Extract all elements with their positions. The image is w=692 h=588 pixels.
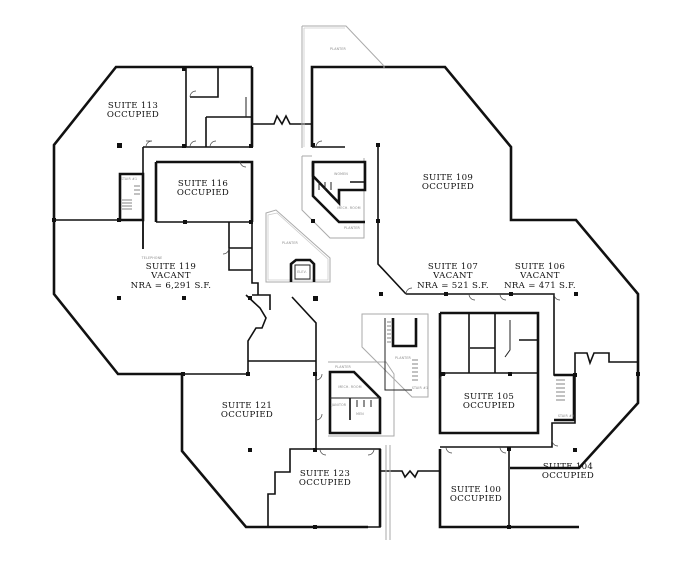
suite-121-status: OCCUPIED: [220, 410, 274, 421]
suite-100-label[interactable]: SUITE 100 OCCUPIED: [449, 485, 503, 505]
janitor-label: JANITOR: [331, 403, 347, 407]
elevator-label: ELEV.: [297, 270, 307, 274]
stair-1-center-label: STAIR #1: [411, 386, 429, 390]
suite-100-name: SUITE 100: [450, 485, 502, 495]
suite-113-name: SUITE 113: [107, 101, 159, 111]
suite-105-status: OCCUPIED: [462, 401, 516, 412]
restroom-core-south: [328, 370, 382, 435]
suite-106-status: VACANT: [520, 271, 560, 282]
south-west-walls: [180, 294, 579, 529]
suite-116-name: SUITE 116: [177, 179, 229, 189]
suite-113-status: OCCUPIED: [106, 110, 160, 121]
suite-109-label[interactable]: SUITE 109 OCCUPIED: [421, 173, 475, 193]
mech-room-bottom-label: MECH. ROOM: [338, 385, 362, 389]
suite-105-label[interactable]: SUITE 105 OCCUPIED: [462, 392, 516, 412]
women-restroom-label: WOMEN: [334, 172, 348, 176]
suite-123-label[interactable]: SUITE 123 OCCUPIED: [298, 469, 352, 489]
suite-109-status: OCCUPIED: [421, 182, 475, 193]
stair-1-center: [384, 318, 418, 391]
suite-106-nra: NRA = 471 S.F.: [504, 280, 576, 291]
suite-121-label[interactable]: SUITE 121 OCCUPIED: [220, 401, 274, 421]
suite-104-label[interactable]: SUITE 104 OCCUPIED: [541, 462, 595, 482]
suite-119-status: VACANT: [151, 271, 191, 282]
suite-100-status: OCCUPIED: [449, 494, 503, 505]
suite-106-label[interactable]: SUITE 106 VACANT NRA = 471 S.F.: [504, 262, 576, 291]
suite-116-label[interactable]: SUITE 116 OCCUPIED: [176, 179, 230, 199]
suite-109-name: SUITE 109: [422, 173, 474, 183]
structural-columns: [52, 67, 640, 529]
suite-107-status: VACANT: [433, 271, 473, 282]
elevator: [289, 258, 316, 282]
stair-1-left-label: STAIR #1: [120, 177, 138, 181]
suite-123-status: OCCUPIED: [298, 478, 352, 489]
planter-center-label: PLANTER: [282, 241, 298, 245]
suite-121-name: SUITE 121: [221, 401, 273, 411]
suite-119-label[interactable]: SUITE 119 VACANT NRA = 6,291 S.F.: [130, 262, 212, 291]
suite-123-name: SUITE 123: [299, 469, 351, 479]
men-restroom-label: MEN: [356, 412, 364, 416]
suite-104-name: SUITE 104: [542, 462, 594, 472]
planter-restroom-bottom-label: PLANTER: [335, 365, 351, 369]
suite-107-label[interactable]: SUITE 107 VACANT NRA = 521 S.F.: [417, 262, 489, 291]
planter-restroom-top-label: PLANTER: [344, 226, 360, 230]
suite-107-name: SUITE 107: [427, 262, 479, 272]
planter-stair-label: PLANTER: [395, 356, 411, 360]
suite-119-nra: NRA = 6,291 S.F.: [130, 280, 212, 291]
planters: [265, 25, 429, 540]
stair-2-label: STAIR #2: [557, 414, 575, 418]
suite-106-name: SUITE 106: [514, 262, 566, 272]
suite-119-name: SUITE 119: [145, 262, 197, 272]
suite-105-name: SUITE 105: [463, 392, 515, 402]
telephone-label: TELEPHONE: [141, 256, 163, 260]
suite-104-status: OCCUPIED: [541, 471, 595, 482]
north-wing-walls: [310, 65, 640, 470]
planter-top-label: PLANTER: [330, 47, 346, 51]
mech-room-top-label: MECH. ROOM: [337, 206, 361, 210]
suite-113-label[interactable]: SUITE 113 OCCUPIED: [106, 101, 160, 121]
stair-2: [556, 379, 565, 401]
stair-1-left: [122, 185, 140, 210]
suite-116-status: OCCUPIED: [176, 188, 230, 199]
restroom-core-north: [311, 160, 367, 224]
suite-107-nra: NRA = 521 S.F.: [417, 280, 489, 291]
